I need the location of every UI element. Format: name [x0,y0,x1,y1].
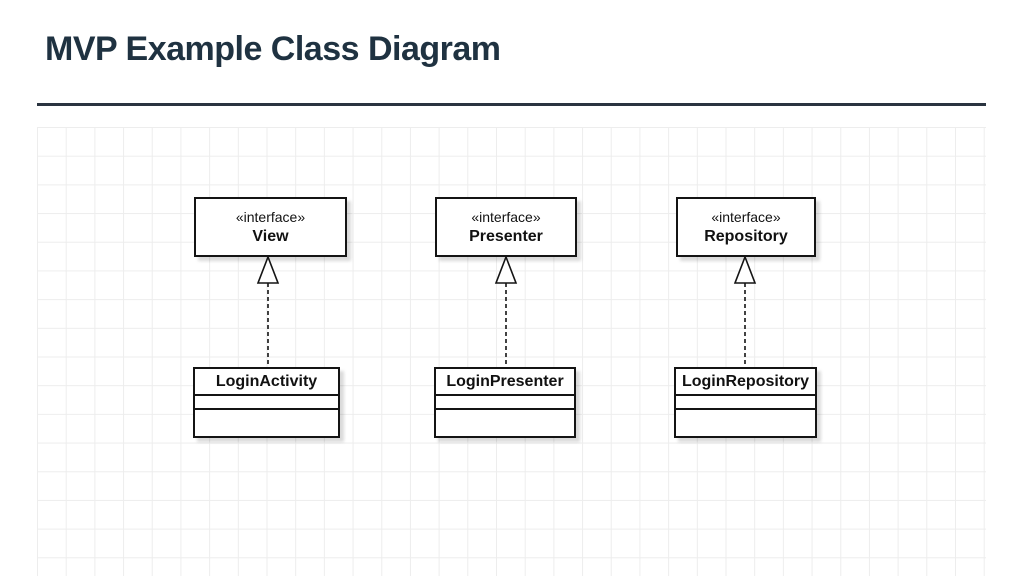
class-methods-compartment [195,410,338,436]
realization-arrow-repository [733,256,757,367]
class-methods-compartment [676,410,815,436]
hollow-triangle-arrowhead-icon [256,256,280,284]
class-attributes-compartment [436,396,574,410]
class-node-loginactivity: LoginActivity [193,367,340,438]
page-title: MVP Example Class Diagram [45,30,501,68]
realization-arrow-presenter [494,256,518,367]
class-name: LoginRepository [676,369,815,396]
title-divider [37,103,986,106]
interface-node-presenter: «interface» Presenter [435,197,577,257]
interface-node-view: «interface» View [194,197,347,257]
class-node-loginrepository: LoginRepository [674,367,817,438]
class-attributes-compartment [195,396,338,410]
class-attributes-compartment [676,396,815,410]
stereotype-label: «interface» [711,209,781,225]
diagram-canvas: «interface» View «interface» Presenter «… [37,127,986,576]
class-node-loginpresenter: LoginPresenter [434,367,576,438]
class-name: LoginPresenter [436,369,574,396]
class-name: LoginActivity [195,369,338,396]
interface-name: View [252,228,289,245]
hollow-triangle-arrowhead-icon [733,256,757,284]
stereotype-label: «interface» [235,209,306,225]
interface-name: Presenter [469,228,543,245]
class-methods-compartment [436,410,574,436]
interface-name: Repository [704,228,788,245]
interface-node-repository: «interface» Repository [676,197,816,257]
realization-arrow-view [256,256,280,367]
stereotype-label: «interface» [471,209,541,225]
hollow-triangle-arrowhead-icon [494,256,518,284]
